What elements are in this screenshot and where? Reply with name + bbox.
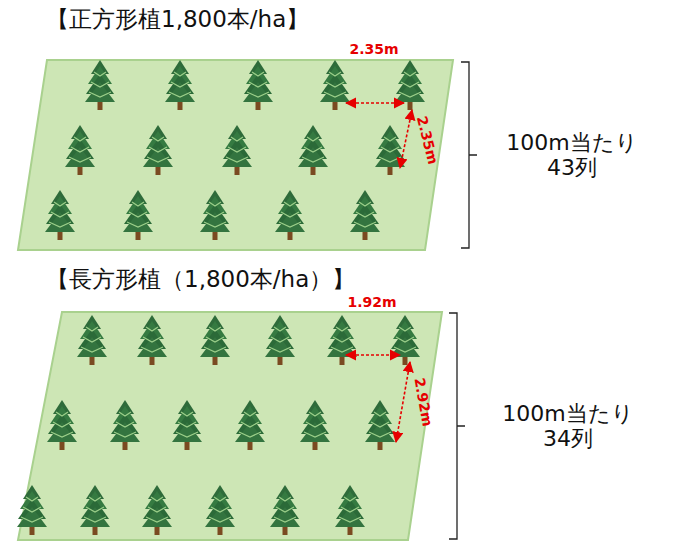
tree-icon xyxy=(265,315,295,365)
plot-rect xyxy=(18,312,442,540)
tree-icon xyxy=(143,125,173,175)
tree-icon xyxy=(65,125,95,175)
tree-icon xyxy=(165,60,195,110)
tree-icon xyxy=(85,60,115,110)
tree-icon xyxy=(142,485,172,535)
tree-icon xyxy=(110,400,140,450)
tree-icon xyxy=(275,190,305,240)
tree-icon xyxy=(222,125,252,175)
tree-icon xyxy=(270,485,300,535)
row-count-label: 100m当たり 43列 xyxy=(506,130,637,181)
plot-square xyxy=(18,60,453,250)
dimension-label: 1.92m xyxy=(347,294,396,310)
tree-icon xyxy=(327,315,357,365)
tree-icon xyxy=(200,190,230,240)
tree-icon xyxy=(80,485,110,535)
tree-icon xyxy=(200,315,230,365)
tree-icon xyxy=(45,190,75,240)
tree-icon xyxy=(137,315,167,365)
tree-icon xyxy=(77,315,107,365)
tree-icon xyxy=(205,485,235,535)
tree-icon xyxy=(390,315,420,365)
heading: 【正方形植1,800本/ha】 xyxy=(46,6,309,32)
tree-icon xyxy=(375,125,405,175)
dimension-lines xyxy=(346,103,412,442)
tree-icon xyxy=(300,400,330,450)
tree-icon xyxy=(335,485,365,535)
tree-icon xyxy=(172,400,202,450)
tree-icon xyxy=(17,485,47,535)
tree-icon xyxy=(320,60,350,110)
tree-icon xyxy=(298,125,328,175)
tree-icon xyxy=(365,400,395,450)
tree-icon xyxy=(123,190,153,240)
tree-icon xyxy=(243,60,273,110)
trees xyxy=(17,60,425,535)
tree-icon xyxy=(395,60,425,110)
heading: 【長方形植（1,800本/ha）】 xyxy=(46,266,355,292)
tree-icon xyxy=(350,190,380,240)
dimension-label: 2.35m xyxy=(349,41,398,57)
tree-icon xyxy=(47,400,77,450)
tree-icon xyxy=(235,400,265,450)
row-count-label: 100m当たり 34列 xyxy=(502,401,633,452)
brackets xyxy=(449,62,477,539)
